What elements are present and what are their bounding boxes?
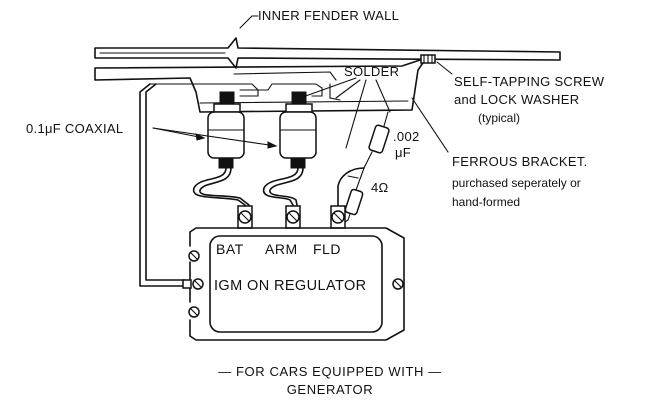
terminal-fld-label: FLD <box>313 241 341 257</box>
terminal-bat-label: BAT <box>216 241 244 257</box>
resistor-4-ohm <box>341 167 365 225</box>
label-coaxial: 0.1μF COAXIAL <box>26 121 278 149</box>
label-coaxial-text: 0.1μF COAXIAL <box>26 121 123 136</box>
terminal-arm-label: ARM <box>265 241 298 257</box>
coaxial-capacitor-right <box>279 111 317 169</box>
label-ferrous-bracket: FERROUS BRACKET. purchased seperately or… <box>411 97 588 209</box>
capacitor-studs <box>213 91 313 113</box>
label-screw-line2: and LOCK WASHER <box>454 92 579 107</box>
label-bracket-line3: hand-formed <box>452 195 520 209</box>
bracket-wiring <box>139 71 341 287</box>
field-lead <box>337 167 365 207</box>
terminal-arm-post <box>285 205 301 229</box>
regulator <box>182 227 405 341</box>
self-tapping-screw <box>420 54 436 64</box>
label-screw-line3: (typical) <box>478 111 520 125</box>
label-screw-line1: SELF-TAPPING SCREW <box>454 74 605 89</box>
caption-line1: — FOR CARS EQUIPPED WITH — <box>218 364 442 379</box>
label-inner-fender-wall: INNER FENDER WALL <box>258 8 399 23</box>
terminal-bat-post <box>237 205 253 229</box>
label-solder: SOLDER <box>344 64 399 79</box>
label-self-tapping-screw: SELF-TAPPING SCREW and LOCK WASHER (typi… <box>436 61 605 125</box>
label-bracket-line2: purchased seperately or <box>452 176 581 190</box>
label-cap-value-line2: μF <box>395 145 411 160</box>
label-cap-value-line1: .002 <box>393 129 420 144</box>
small-capacitor <box>363 111 390 169</box>
label-bracket-line1: FERROUS BRACKET. <box>452 154 588 169</box>
coaxial-capacitor-left <box>207 111 245 169</box>
label-resistor-value: 4Ω <box>371 180 389 195</box>
inner-fender-wall <box>94 15 561 69</box>
solder-leaders <box>299 77 391 149</box>
caption-line2: GENERATOR <box>287 382 374 397</box>
capacitor-leads <box>193 167 304 215</box>
regulator-name: IGM ON REGULATOR <box>214 278 367 294</box>
terminal-fld-post <box>330 205 346 229</box>
